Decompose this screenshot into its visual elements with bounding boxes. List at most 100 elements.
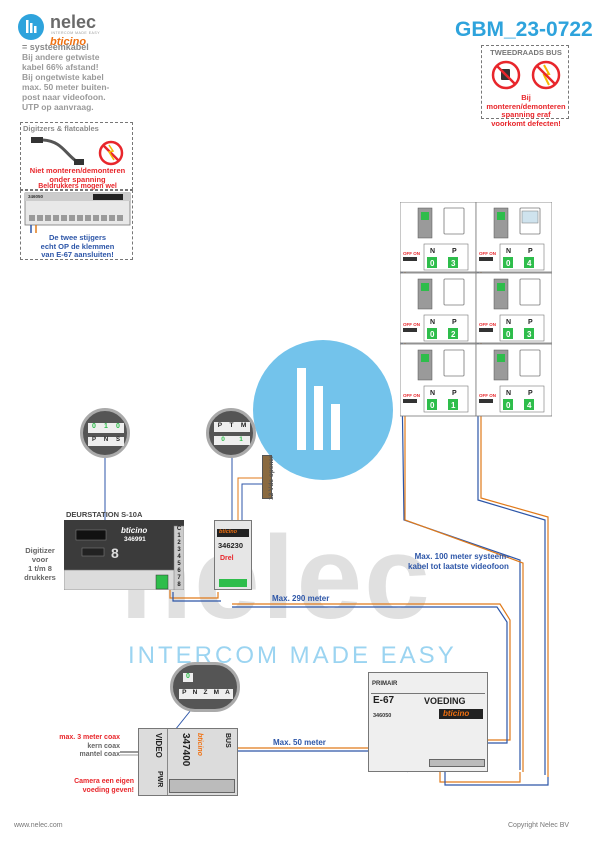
no-plug-icon	[491, 60, 521, 90]
digitizers-box: Digitzers & flatcables Niet monteren/dem…	[20, 122, 133, 190]
video-label: VIDEO	[154, 733, 163, 758]
dip-switch	[479, 257, 493, 261]
tweedraad-warning-line: spanning eraf	[501, 110, 551, 119]
supply-part: 346050	[373, 713, 392, 719]
terminal-label: 8	[177, 582, 181, 588]
watermark-graphic	[253, 340, 393, 480]
n-value: 0	[506, 330, 511, 339]
terminal-label: 2	[177, 540, 181, 546]
p-value: 1	[451, 401, 456, 410]
n-digit-box	[427, 328, 437, 339]
n-digit-box	[503, 399, 513, 410]
terminal-green	[421, 212, 429, 220]
digitizers-title: Digitzers & flatcables	[23, 124, 99, 133]
warning-icons	[491, 60, 561, 90]
supply-title: VOEDING	[424, 696, 466, 706]
supply-terminals	[429, 759, 485, 767]
digitizers-warning-line: Niet monteren/demonteren	[29, 166, 126, 175]
supply-primair: PRIMAIR	[372, 681, 398, 687]
systeemkabel-title: = systeemkabel	[22, 42, 89, 52]
zoom-digit: 1	[104, 423, 108, 430]
video-brand: bticino	[196, 733, 203, 756]
video-zoom-digit: 0	[183, 673, 193, 682]
p-digit-box	[448, 399, 458, 410]
n-digit-box	[427, 257, 437, 268]
terminal-label: 4	[177, 554, 181, 560]
p-value: 2	[451, 330, 456, 339]
svg-text:8: 8	[111, 545, 119, 561]
door-station-graphic: 8	[63, 520, 185, 591]
door-station-brand: bticino	[121, 526, 148, 535]
terminal-label: C	[176, 526, 182, 532]
p-digit-box	[448, 328, 458, 339]
door-station: DEURSTATION S-10A 8 bticino 346991 C 1 2…	[63, 510, 185, 591]
n-value: 0	[430, 259, 435, 268]
terminal-green	[497, 354, 505, 362]
footer-copyright: Copyright Nelec BV	[508, 822, 570, 829]
zoom-label: Z	[203, 689, 208, 696]
terminal-green	[497, 283, 505, 291]
terminal-green	[421, 354, 429, 362]
flatcable-graphic	[31, 137, 124, 166]
systeemkabel-line: Bij ongetwiste kabel	[22, 72, 104, 82]
cable-label-100-line: Max. 100 meter systeem-	[414, 552, 509, 561]
actuator-module: bticino 346230 Drel	[214, 520, 252, 590]
watermark-bar-2	[314, 386, 323, 450]
supply-brand: bticino	[443, 709, 470, 718]
p-label: P	[452, 248, 457, 255]
n-label: N	[430, 390, 435, 397]
p-label: P	[452, 390, 457, 397]
stijgers-module-label: 346050	[28, 194, 44, 199]
stijgers-line: van E-67 aansluiten!	[41, 250, 114, 259]
coax-note-line: max. 3 meter coax	[59, 734, 120, 741]
n-digit-box	[503, 328, 513, 339]
video-pwr-label: PWR	[156, 771, 163, 788]
terminal-label: 7	[177, 575, 181, 581]
zoom-label: P	[91, 437, 96, 443]
zoom-label: N	[192, 689, 198, 696]
digitizers-warning-line: onder spanning	[49, 174, 106, 184]
dip-switch	[403, 399, 417, 403]
footer-website[interactable]: www.nelec.com	[14, 822, 63, 829]
zoom-label: N	[103, 437, 109, 443]
door-station-model: 346991	[124, 536, 146, 543]
camera-note-line: Camera een eigen	[74, 778, 134, 785]
p-digit-box	[448, 257, 458, 268]
side-label-line: voor	[31, 555, 49, 564]
p-label: P	[528, 248, 533, 255]
cable-label-100: Max. 100 meter systeem- kabel tot laatst…	[408, 552, 509, 572]
watermark-bar-1	[297, 368, 306, 450]
zoom-label: T	[229, 422, 234, 429]
opener-label: 12 Vdc opener	[268, 455, 275, 500]
stijgers-box: 346050 De twee stijgers echt OP de klemm…	[20, 190, 133, 260]
off-on-label: OFF ON	[479, 322, 496, 327]
p-digit-box	[524, 399, 534, 410]
n-value: 0	[430, 401, 435, 410]
n-label: N	[430, 248, 435, 255]
side-label-line: drukkers	[24, 573, 56, 582]
camera-note-line: voeding geven!	[82, 786, 134, 794]
brand-tagline: INTERCOM MADE EASY	[51, 31, 101, 35]
zoom-label: M	[240, 422, 247, 429]
p-digit-box	[524, 257, 534, 268]
stijgers-line: De twee stijgers	[48, 233, 107, 242]
dip-switch	[403, 328, 417, 332]
n-digit-box	[503, 257, 513, 268]
terminal-label: 1	[177, 533, 181, 539]
videophone-handset-icon	[519, 349, 541, 377]
door-station-terminals: C 1 2 3 4 5 6 7 8	[174, 526, 184, 589]
videophone-handset-icon	[443, 278, 465, 306]
dip-switch	[479, 399, 493, 403]
coax-note-line: mantel coax	[79, 751, 120, 758]
systeemkabel-line: kabel 66% afstand!	[22, 62, 99, 72]
door-zoom: 0 1 0 P N S	[80, 408, 130, 458]
zoom-label: P	[217, 422, 223, 429]
cable-label-100-line: kabel tot laatste videofoon	[408, 562, 509, 571]
video-bus-label: BUS	[224, 733, 231, 748]
door-station-title: DEURSTATION S-10A	[66, 510, 143, 519]
terminal-label: 6	[177, 568, 181, 574]
n-label: N	[506, 390, 511, 397]
